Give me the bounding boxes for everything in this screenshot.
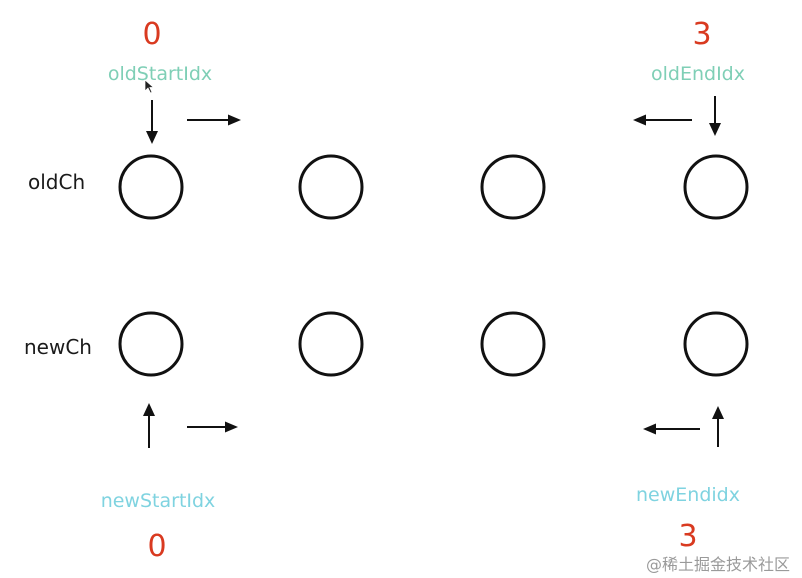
new-start-idx-label: newStartIdx (101, 490, 216, 512)
new-start-right-arrow-icon (187, 421, 238, 433)
new-node-2 (480, 311, 546, 377)
old-start-idx-label: oldStartIdx (108, 63, 212, 85)
new-node-0 (118, 311, 184, 377)
watermark: @稀土掘金技术社区 (646, 555, 790, 574)
old-end-index-number: 3 (692, 17, 711, 52)
old-start-right-arrow-icon (187, 114, 241, 126)
new-node-3 (683, 311, 749, 377)
old-end-left-arrow-icon (633, 114, 692, 126)
old-node-1 (298, 154, 364, 220)
old-node-0 (118, 154, 184, 220)
old-start-index-number: 0 (142, 17, 161, 52)
old-end-down-arrow-icon (709, 96, 721, 136)
new-start-index-number: 0 (147, 529, 166, 564)
old-node-3 (683, 154, 749, 220)
new-end-index-number: 3 (678, 519, 697, 554)
new-children-row-label: newCh (24, 335, 92, 359)
new-node-1 (298, 311, 364, 377)
mouse-cursor-icon (144, 79, 155, 94)
old-start-down-arrow-icon (146, 100, 158, 144)
new-end-idx-label: newEndidx (636, 484, 740, 506)
new-start-up-arrow-icon (143, 403, 155, 448)
new-end-left-arrow-icon (643, 423, 700, 435)
old-end-idx-label: oldEndIdx (651, 63, 745, 85)
old-node-2 (480, 154, 546, 220)
new-end-up-arrow-icon (712, 406, 724, 447)
old-children-row-label: oldCh (28, 170, 85, 194)
